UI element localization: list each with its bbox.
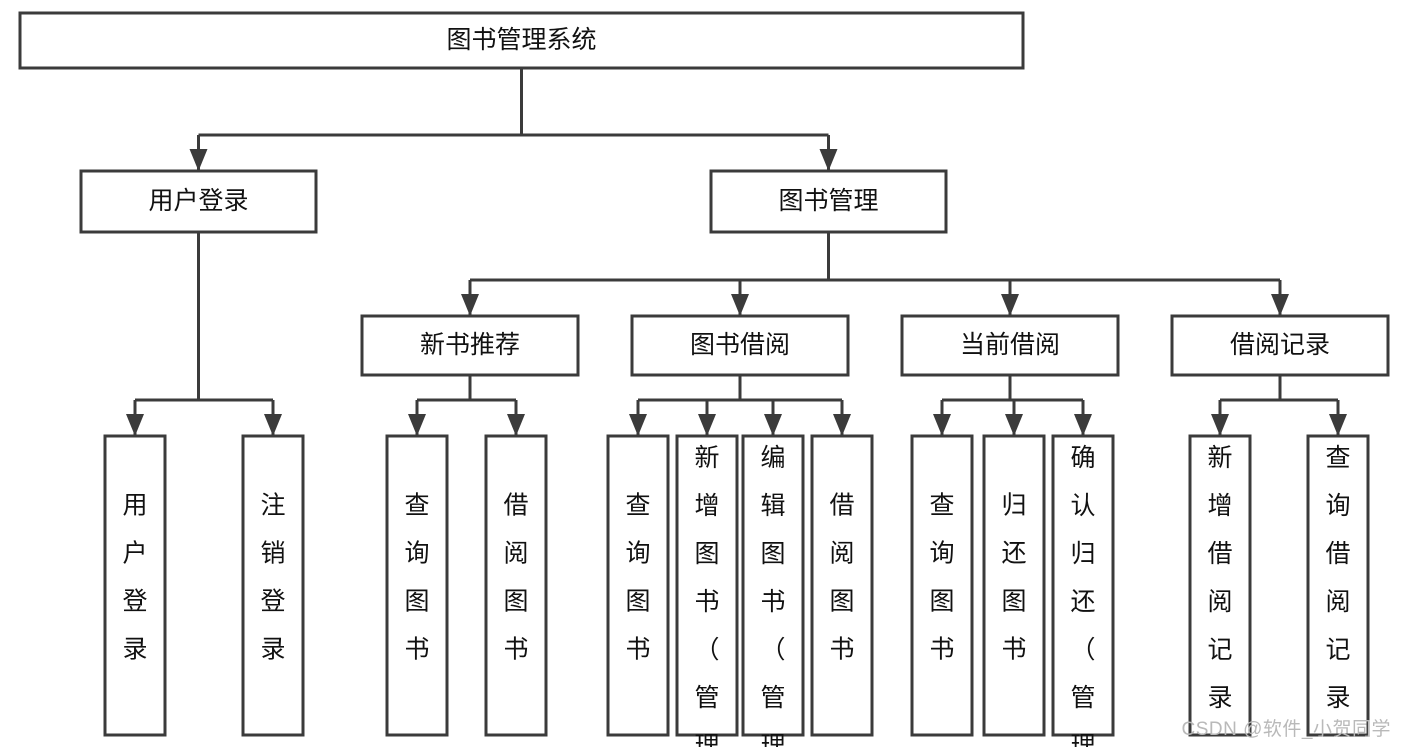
arrow-head-leaf-query-book-1 [408, 414, 426, 436]
node-leaf-query-book-3[interactable]: 查询图书 [910, 434, 974, 737]
arrow-head-leaf-query-book-2 [629, 414, 647, 436]
node-box [709, 169, 948, 234]
node-box [103, 434, 167, 737]
watermark-text: CSDN @软件_小贺同学 [1181, 719, 1391, 740]
node-new-book-recommend[interactable]: 新书推荐 [360, 314, 580, 377]
node-label: 图书借阅 [690, 331, 790, 359]
node-borrow-record[interactable]: 借阅记录 [1170, 314, 1390, 377]
node-label: 借阅记录 [1230, 331, 1330, 359]
node-label: 新书推荐 [420, 331, 520, 359]
arrow-head-leaf-borrow-book-1 [507, 414, 525, 436]
node-label: 图书管理 [778, 187, 878, 215]
arrow-head-borrow-record [1271, 294, 1289, 316]
node-box [1188, 434, 1252, 737]
node-book-borrow[interactable]: 图书借阅 [630, 314, 850, 377]
arrow-head-book-management [819, 149, 838, 171]
node-leaf-query-borrow-record[interactable]: 查询借阅记录 [1306, 434, 1370, 737]
node-box [741, 434, 805, 737]
node-leaf-edit-book-admin[interactable]: 编辑图书（管理员） [741, 434, 805, 747]
arrow-head-leaf-query-book-3 [933, 414, 951, 436]
node-label: 当前借阅 [960, 331, 1060, 359]
node-label: 图书管理系统 [446, 26, 596, 54]
node-book-management[interactable]: 图书管理 [709, 169, 948, 234]
node-box [18, 11, 1025, 70]
node-leaf-borrow-book-2[interactable]: 借阅图书 [810, 434, 874, 737]
node-root[interactable]: 图书管理系统 [18, 11, 1025, 70]
node-label: 确认归还（管理员） [1070, 444, 1095, 747]
arrow-head-user-login [189, 149, 208, 171]
arrow-head-leaf-return-book [1005, 414, 1023, 436]
node-leaf-borrow-book-1[interactable]: 借阅图书 [484, 434, 548, 737]
node-label: 查询图书 [404, 492, 429, 664]
arrow-head-leaf-edit-book-admin [764, 414, 782, 436]
node-label: 编辑图书（管理员） [760, 444, 785, 747]
node-box [79, 169, 318, 234]
node-leaf-return-book[interactable]: 归还图书 [982, 434, 1046, 737]
arrow-head-leaf-borrow-book-2 [833, 414, 851, 436]
node-box [606, 434, 670, 737]
node-leaf-query-book-1[interactable]: 查询图书 [385, 434, 449, 737]
node-box [1170, 314, 1390, 377]
arrow-head-new-book-recommend [461, 294, 479, 316]
arrow-head-leaf-confirm-return-admin [1074, 414, 1092, 436]
node-label: 查询图书 [929, 492, 954, 664]
node-box [900, 314, 1120, 377]
node-label: 查询借阅记录 [1325, 444, 1350, 712]
node-box [1306, 434, 1370, 737]
node-user-login[interactable]: 用户登录 [79, 169, 318, 234]
node-box [910, 434, 974, 737]
node-leaf-user-login[interactable]: 用户登录 [103, 434, 167, 737]
node-label: 新增图书（管理员） [694, 444, 719, 747]
node-box [385, 434, 449, 737]
node-label: 查询图书 [625, 492, 650, 664]
node-leaf-query-book-2[interactable]: 查询图书 [606, 434, 670, 737]
node-label: 注销登录 [260, 492, 285, 664]
node-label: 新增借阅记录 [1207, 444, 1232, 712]
node-box [982, 434, 1046, 737]
node-box [484, 434, 548, 737]
node-box [675, 434, 739, 737]
arrow-head-leaf-add-book-admin [698, 414, 716, 436]
arrow-head-leaf-query-borrow-record [1329, 414, 1347, 436]
arrow-head-current-borrow [1001, 294, 1019, 316]
node-layer: 图书管理系统用户登录图书管理新书推荐图书借阅当前借阅借阅记录用户登录注销登录查询… [18, 11, 1390, 747]
node-leaf-add-borrow-record[interactable]: 新增借阅记录 [1188, 434, 1252, 737]
arrow-head-book-borrow [731, 294, 749, 316]
arrow-head-leaf-user-login [126, 414, 144, 436]
node-label: 借阅图书 [829, 492, 854, 664]
node-box [360, 314, 580, 377]
arrow-head-leaf-add-borrow-record [1211, 414, 1229, 436]
arrow-head-leaf-logout-login [264, 414, 282, 436]
node-box [810, 434, 874, 737]
node-label: 用户登录 [122, 492, 147, 664]
node-leaf-confirm-return-admin[interactable]: 确认归还（管理员） [1051, 434, 1115, 747]
node-leaf-logout-login[interactable]: 注销登录 [241, 434, 305, 737]
node-label: 归还图书 [1001, 492, 1026, 664]
node-label: 用户登录 [148, 187, 248, 215]
node-box [241, 434, 305, 737]
node-label: 借阅图书 [503, 492, 528, 664]
node-box [630, 314, 850, 377]
node-leaf-add-book-admin[interactable]: 新增图书（管理员） [675, 434, 739, 747]
node-box [1051, 434, 1115, 737]
connector-layer [126, 68, 1347, 436]
node-current-borrow[interactable]: 当前借阅 [900, 314, 1120, 377]
